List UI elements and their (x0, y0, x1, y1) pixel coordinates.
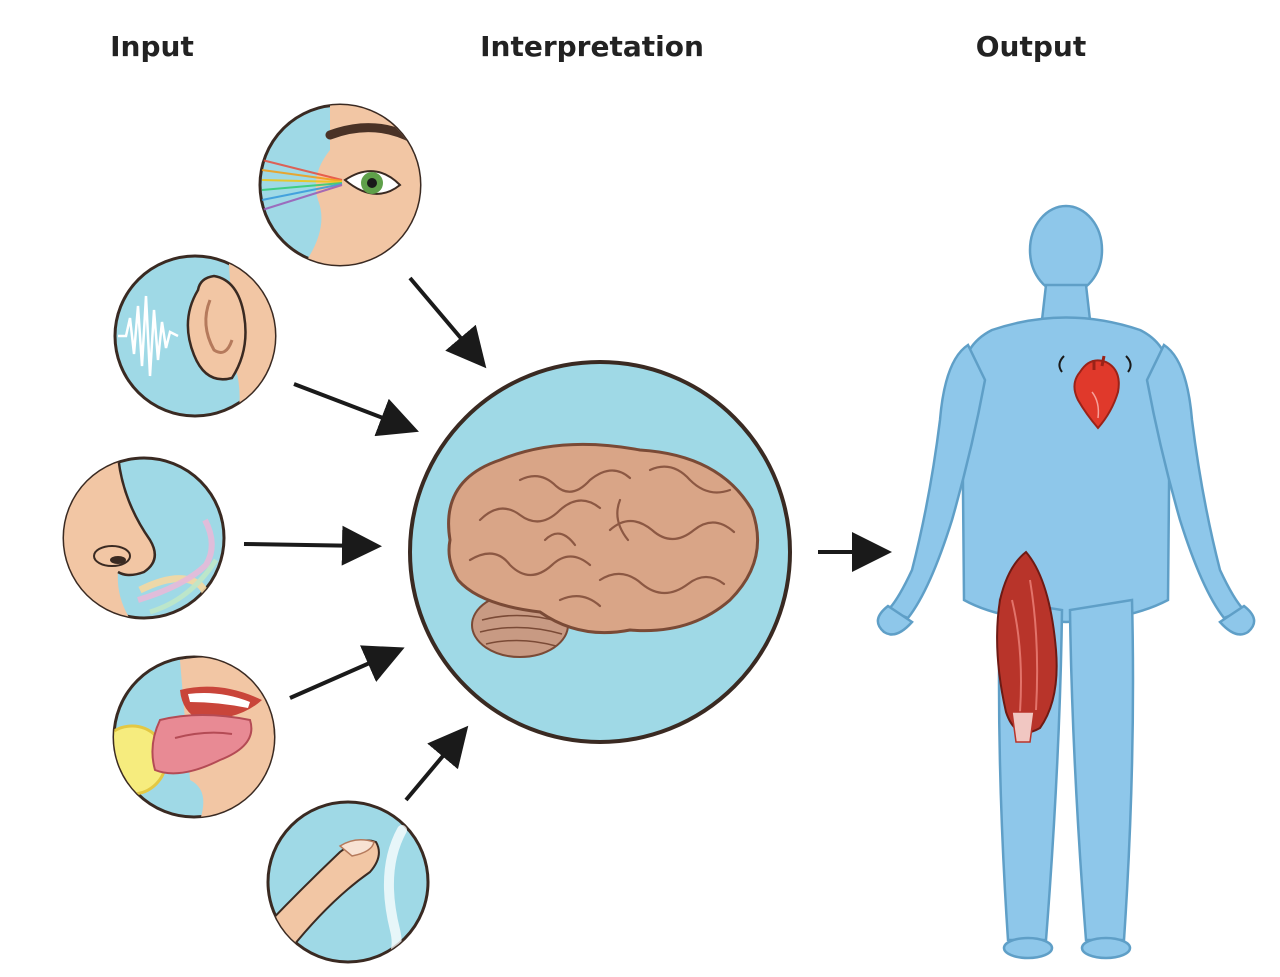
arrow-touch-to-brain (404, 725, 469, 802)
tongue-icon (114, 657, 274, 817)
interpretation-heading: Interpretation (480, 30, 704, 63)
heart-icon (1058, 355, 1132, 430)
arrow-taste-to-brain (289, 645, 405, 700)
arrow-sight-to-brain (408, 276, 487, 369)
arrow-smell-to-brain (243, 525, 382, 566)
brain-circle (408, 360, 792, 744)
input-arrows (243, 276, 892, 802)
eye-icon (261, 105, 420, 265)
human-body-figure (876, 204, 1256, 960)
human-body-icon (876, 204, 1256, 960)
thigh-muscle-icon (996, 550, 1058, 743)
input-heading: Input (110, 30, 194, 63)
nose-circle (62, 456, 226, 620)
finger-circle (266, 800, 430, 964)
eye-circle (258, 103, 422, 267)
output-heading: Output (975, 30, 1087, 63)
brain-icon (447, 442, 760, 658)
tongue-circle (112, 655, 276, 819)
ear-circle (113, 254, 277, 418)
arrow-hearing-to-brain (293, 382, 419, 437)
